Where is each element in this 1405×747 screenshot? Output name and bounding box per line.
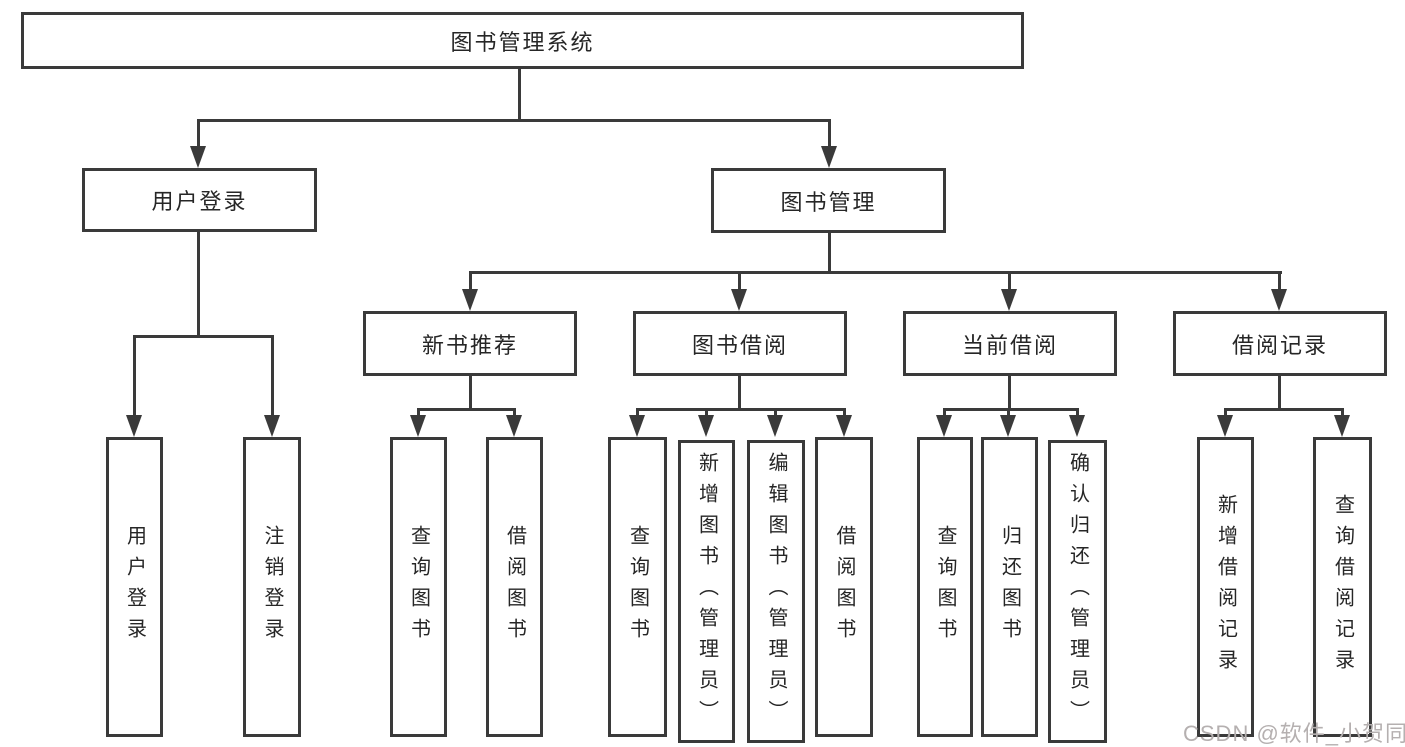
node-label: 图书管理 — [780, 189, 877, 215]
arrow-down-icon — [1000, 415, 1016, 437]
connector-drop — [1278, 271, 1281, 291]
node-borrowing-records: 借阅记录 — [1173, 311, 1387, 376]
node-user-login: 用户登录 — [82, 168, 317, 232]
connector-book-mgmt-stem — [828, 233, 831, 273]
node-label: 新增借阅记录 — [1214, 494, 1237, 680]
connector-drop — [417, 408, 420, 420]
connector-drop — [133, 335, 136, 417]
arrow-down-icon — [190, 146, 206, 168]
node-label: 查询图书 — [626, 525, 649, 649]
leaf-user-login: 用户登录 — [106, 437, 163, 737]
connector-root-right-drop — [828, 119, 831, 152]
arrow-down-icon — [1217, 415, 1233, 437]
arrow-down-icon — [836, 415, 852, 437]
arrow-down-icon — [698, 415, 714, 437]
node-label: 图书管理系统 — [450, 29, 595, 55]
leaf-borrow-books: 借阅图书 — [815, 437, 873, 737]
connector-root-stem — [518, 69, 521, 121]
arrow-down-icon — [1334, 415, 1350, 437]
leaf-edit-books-admin: 编辑图书（管理员） — [747, 440, 805, 743]
node-book-management: 图书管理 — [711, 168, 946, 233]
node-label: 图书借阅 — [691, 332, 788, 358]
connector-drop — [1076, 408, 1079, 420]
connector-book-mgmt-rail — [469, 271, 1282, 274]
connector-drop — [843, 408, 846, 420]
connector-drop — [774, 408, 777, 420]
leaf-confirm-return-admin: 确认归还（管理员） — [1048, 440, 1107, 743]
node-label: 借阅记录 — [1231, 332, 1328, 358]
arrow-down-icon — [731, 289, 747, 311]
node-label: 注销登录 — [261, 525, 283, 649]
node-label: 新书推荐 — [421, 332, 518, 358]
arrow-down-icon — [936, 415, 952, 437]
node-label: 当前借阅 — [961, 332, 1058, 358]
arrow-down-icon — [410, 415, 426, 437]
leaf-return-books: 归还图书 — [981, 437, 1038, 737]
connector-user-login-rail — [133, 335, 274, 338]
node-label: 用户登录 — [151, 189, 248, 214]
node-library-management-system: 图书管理系统 — [21, 12, 1024, 69]
node-label: 用户登录 — [123, 525, 146, 649]
connector-drop — [636, 408, 639, 420]
arrow-down-icon — [629, 415, 645, 437]
connector-drop — [469, 271, 472, 291]
connector-user-login-stem — [197, 232, 200, 336]
leaf-query-borrow-record: 查询借阅记录 — [1313, 437, 1372, 737]
connector-drop — [271, 335, 274, 417]
connector-rail — [1224, 408, 1343, 411]
connector-rail — [943, 408, 1079, 411]
node-label: 查询图书 — [934, 525, 956, 649]
connector-root-rail — [197, 119, 831, 122]
node-label: 查询借阅记录 — [1331, 494, 1354, 680]
leaf-add-books-admin: 新增图书（管理员） — [678, 440, 735, 743]
arrow-down-icon — [1001, 289, 1017, 311]
node-new-book-recommend: 新书推荐 — [363, 311, 577, 376]
node-label: 借阅图书 — [503, 525, 526, 649]
arrow-down-icon — [506, 415, 522, 437]
arrow-down-icon — [767, 415, 783, 437]
leaf-query-books-borrowing: 查询图书 — [608, 437, 667, 737]
node-label: 借阅图书 — [833, 525, 855, 649]
connector-drop — [943, 408, 946, 420]
node-label: 归还图书 — [998, 525, 1021, 649]
arrow-down-icon — [462, 289, 478, 311]
node-book-borrowing: 图书借阅 — [633, 311, 847, 376]
connector-rail — [636, 408, 846, 411]
arrow-down-icon — [821, 146, 837, 168]
connector-stem — [1278, 376, 1281, 410]
connector-stem — [738, 376, 741, 410]
node-label: 编辑图书（管理员） — [765, 452, 787, 731]
node-current-borrowing: 当前借阅 — [903, 311, 1117, 376]
arrow-down-icon — [264, 415, 280, 437]
node-label: 查询图书 — [407, 525, 430, 649]
connector-rail — [417, 408, 516, 411]
node-label: 新增图书（管理员） — [695, 452, 718, 731]
connector-stem — [469, 376, 472, 410]
arrow-down-icon — [1069, 415, 1085, 437]
connector-drop — [513, 408, 516, 420]
connector-drop — [738, 271, 741, 291]
csdn-watermark: CSDN @软件_小贺同学 — [1183, 721, 1405, 746]
connector-drop — [1008, 271, 1011, 291]
arrow-down-icon — [1271, 289, 1287, 311]
connector-root-left-drop — [197, 119, 200, 152]
connector-stem — [1008, 376, 1011, 410]
node-label: 确认归还（管理员） — [1066, 452, 1089, 731]
connector-drop — [1224, 408, 1227, 420]
connector-drop — [1007, 408, 1010, 420]
leaf-query-books-current: 查询图书 — [917, 437, 973, 737]
arrow-down-icon — [126, 415, 142, 437]
leaf-add-borrow-record: 新增借阅记录 — [1197, 437, 1254, 737]
connector-drop — [1341, 408, 1344, 420]
leaf-logout: 注销登录 — [243, 437, 301, 737]
connector-drop — [705, 408, 708, 420]
leaf-borrow-books-recommend: 借阅图书 — [486, 437, 543, 737]
leaf-query-books-recommend: 查询图书 — [390, 437, 447, 737]
